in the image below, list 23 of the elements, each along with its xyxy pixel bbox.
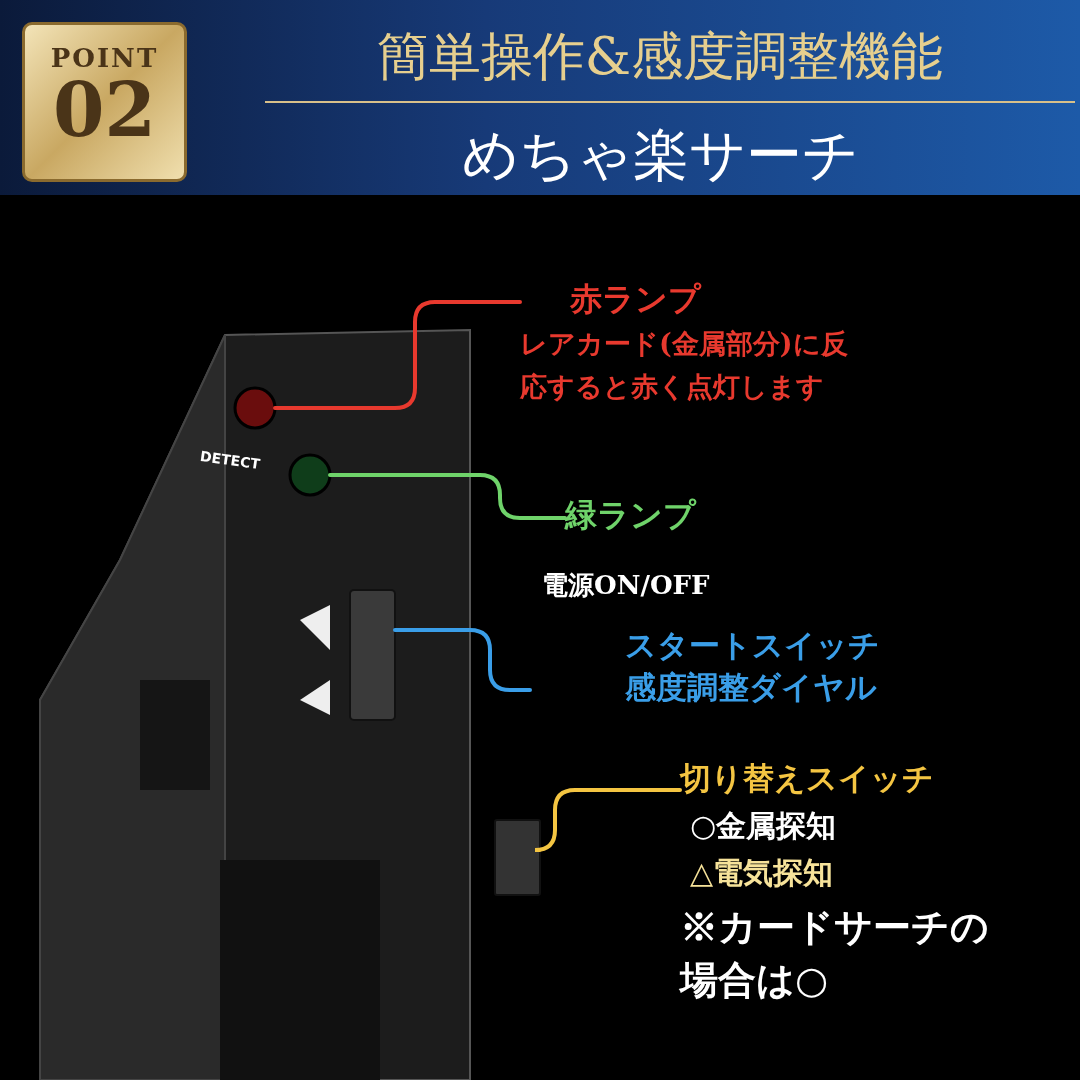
note-text: ※カードサーチの場合は○ (680, 903, 990, 1005)
callout-text: レアカード(金属部分)に反応すると赤く点灯します (520, 327, 849, 405)
subtitle: めちゃ楽サーチ (460, 121, 860, 189)
leader-line (273, 300, 522, 410)
point-badge (22, 22, 187, 182)
leader-line (393, 628, 532, 692)
callout-heading: 赤ランプ (569, 279, 703, 320)
callout-heading: 切り替えスイッチ (680, 759, 935, 798)
indicator-lamp (233, 386, 277, 430)
option-text: △電気探知 (689, 854, 835, 892)
option-text: ○金属探知 (689, 807, 838, 845)
leader-line (328, 473, 567, 520)
device-marking: DETECT (199, 447, 261, 473)
dial-wheel (349, 589, 396, 721)
callout-heading: 緑ランプ (565, 495, 698, 536)
badge-number: 02 (52, 73, 157, 147)
badge-caption: POINT (49, 43, 160, 73)
callout-text: 電源ON/OFF (541, 569, 711, 602)
slide-switch (494, 819, 541, 896)
callout-heading: 感度調整ダイヤル (624, 668, 878, 707)
indicator-lamp (288, 453, 332, 497)
callout-heading: スタートスイッチ (624, 626, 881, 665)
title: 簡単操作&感度調整機能 (375, 25, 945, 88)
